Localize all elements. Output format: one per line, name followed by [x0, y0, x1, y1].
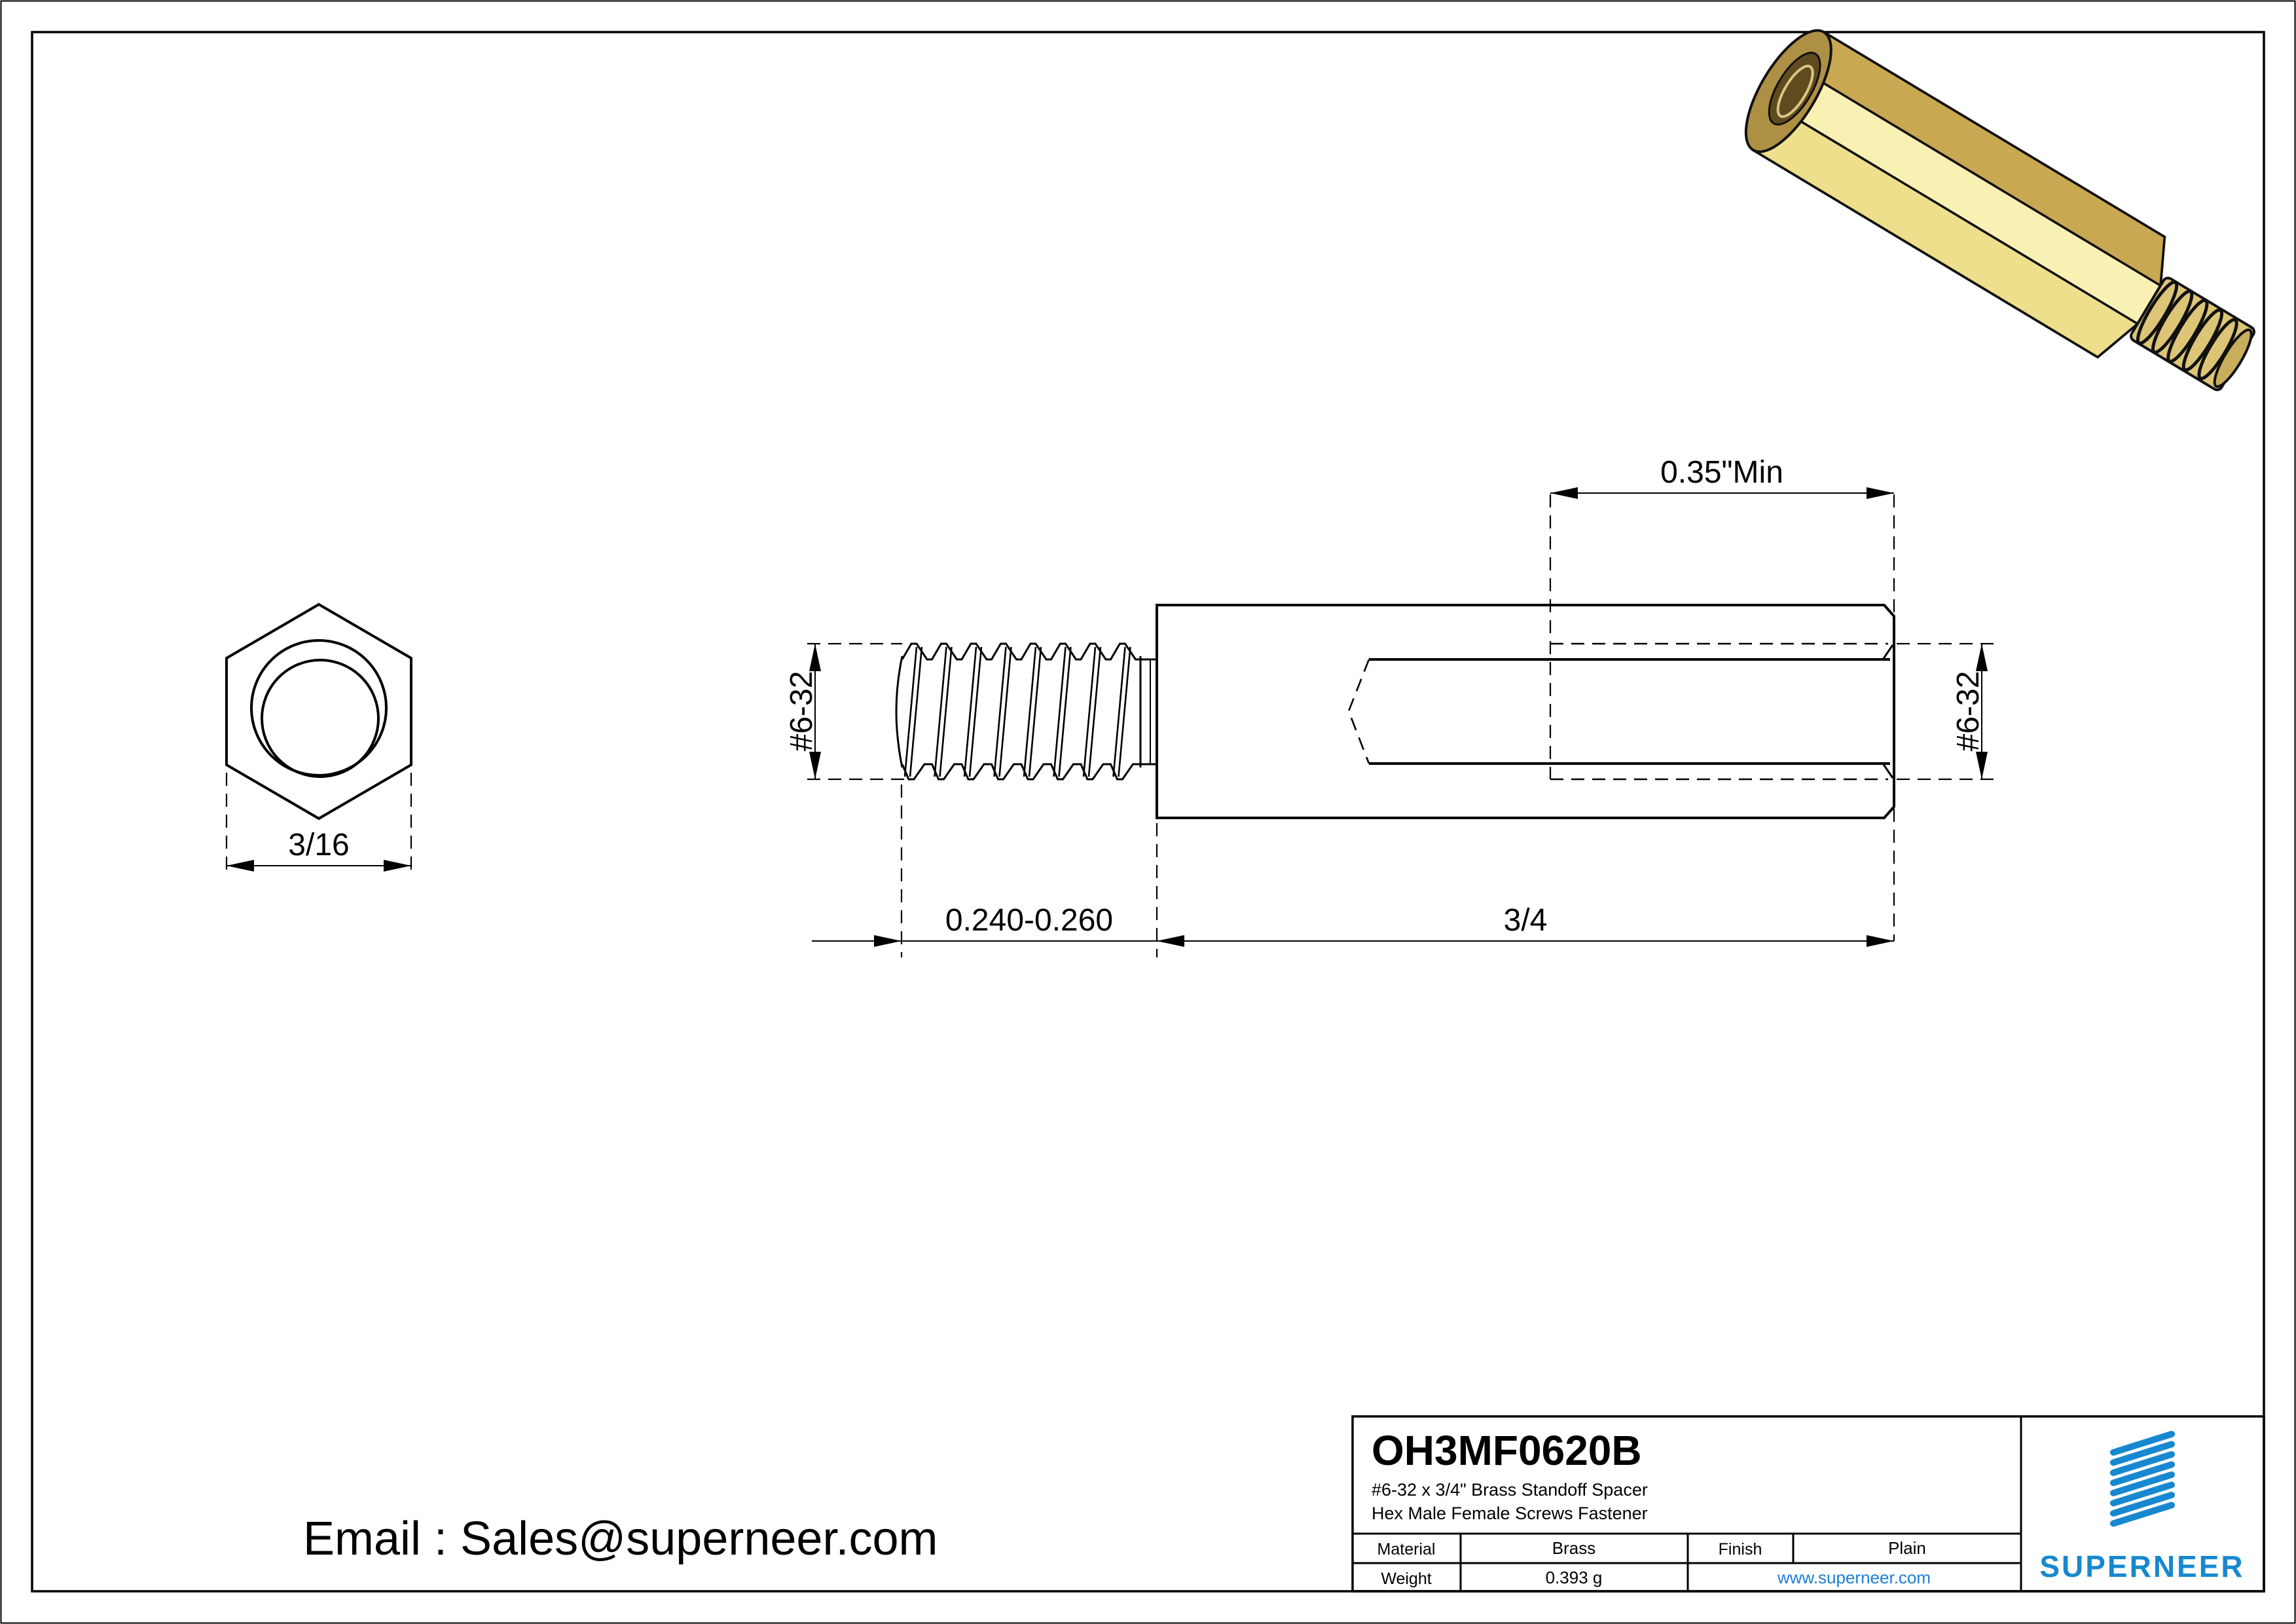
male-thread-helix-lines — [903, 646, 1131, 777]
arrowhead-icon — [1867, 935, 1894, 947]
arrowhead-icon — [1976, 752, 1988, 779]
countersink-line — [1882, 644, 1894, 660]
arrowhead-icon — [809, 752, 821, 779]
side-view: 0.35"Min #6-32 #6-32 0.240-0.260 3/4 — [784, 455, 1994, 957]
tapped-hole-highlight — [1776, 64, 1814, 119]
thread-coil — [2136, 280, 2179, 345]
material-label: Material — [1377, 1540, 1436, 1559]
male-thread-dimension: #6-32 — [784, 671, 819, 752]
brand-name: SUPERNEER — [2039, 1549, 2244, 1583]
title-block-outline — [1351, 1415, 2265, 1593]
female-thread-dimension: #6-32 — [1951, 671, 1986, 752]
arrowhead-icon — [1867, 487, 1894, 499]
thread-depth-dimension: 0.35"Min — [1660, 455, 1783, 490]
thread-coil — [2181, 308, 2224, 372]
arrowhead-icon — [1976, 644, 1988, 671]
body-length-dimension: 3/4 — [1504, 903, 1548, 938]
thread-coil — [2166, 299, 2209, 363]
part-number: OH3MF0620B — [1372, 1427, 1642, 1474]
arrowhead-icon — [809, 644, 821, 671]
hex-width-dimension: 3/16 — [288, 828, 349, 862]
product-3d-render — [1744, 29, 2255, 392]
countersink-line — [1882, 763, 1894, 779]
stud-end-cap — [2213, 328, 2253, 388]
thread-coil — [2197, 318, 2238, 380]
material-value: Brass — [1552, 1538, 1595, 1558]
description-line-2: Hex Male Female Screws Fastener — [1372, 1504, 1648, 1523]
hexagon-outline — [225, 602, 412, 821]
superneer-logo-stripes-icon — [2110, 1431, 2175, 1527]
arrowhead-icon — [1550, 487, 1578, 499]
stud-length-dimension: 0.240-0.260 — [945, 903, 1113, 938]
finish-value: Plain — [1888, 1538, 1926, 1558]
title-block: OH3MF0620B #6-32 x 3/4" Brass Standoff S… — [1351, 1415, 2265, 1593]
finish-label: Finish — [1719, 1540, 1762, 1559]
arrowhead-icon — [1157, 935, 1184, 947]
inner-border — [31, 31, 2265, 1593]
contact-email: Email : Sales@superneer.com — [303, 1513, 938, 1565]
thread-minor-circle — [261, 659, 380, 778]
website-link[interactable]: www.superneer.com — [1777, 1568, 1931, 1587]
arrowhead-icon — [874, 935, 902, 947]
male-thread-start-edge — [895, 655, 903, 768]
description-line-1: #6-32 x 3/4" Brass Standoff Spacer — [1372, 1480, 1648, 1500]
male-thread-bottom-profile — [901, 763, 1140, 781]
arrowhead-icon — [384, 860, 411, 872]
arrowhead-icon — [227, 860, 254, 872]
hex-end-view: 3/16 — [225, 602, 412, 876]
body-outline — [1156, 604, 1895, 819]
drill-point-hidden-line — [1347, 659, 1370, 764]
weight-value: 0.393 g — [1546, 1568, 1603, 1587]
tapped-hole — [1768, 52, 1821, 126]
male-thread-top-profile — [901, 642, 1140, 661]
thread-coil — [2151, 289, 2194, 354]
weight-label: Weight — [1381, 1570, 1431, 1588]
